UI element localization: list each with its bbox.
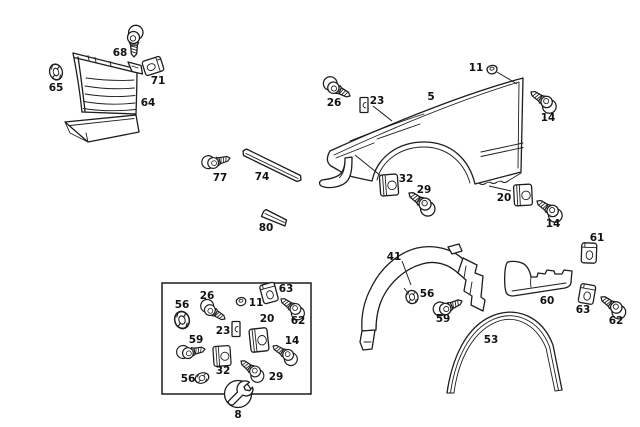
callout-kit-23: 23 bbox=[216, 325, 231, 337]
fender-assembly: 26 23 5 11 14 32 29 20 14 bbox=[318, 62, 567, 230]
leader-20 bbox=[488, 185, 512, 192]
kit-bracket-20 bbox=[248, 326, 270, 354]
fender-bracket-sill bbox=[512, 183, 534, 207]
callout-68: 68 bbox=[113, 47, 128, 59]
callout-60: 60 bbox=[540, 295, 555, 307]
kit-nut-lower bbox=[193, 370, 211, 386]
kit-badge bbox=[223, 379, 254, 409]
callout-kit-56a: 56 bbox=[175, 299, 190, 311]
callout-kit-63: 63 bbox=[279, 283, 294, 295]
callout-kit-26: 26 bbox=[200, 290, 215, 302]
callout-kit-62: 62 bbox=[291, 315, 306, 327]
wrench-icon bbox=[227, 380, 254, 406]
wheelhouse-group: 41 56 59 53 60 61 63 62 bbox=[359, 232, 630, 394]
callout-kit-29: 29 bbox=[269, 371, 284, 383]
molding-group: 77 74 80 bbox=[199, 148, 302, 234]
grille-panel bbox=[64, 52, 144, 143]
arch-trim bbox=[446, 311, 563, 394]
molding-strip bbox=[242, 148, 302, 183]
callout-kit-59: 59 bbox=[189, 334, 204, 346]
fender-bracket-front bbox=[378, 173, 400, 197]
callout-kit-20: 20 bbox=[260, 313, 275, 325]
callout-63: 63 bbox=[576, 304, 591, 316]
callout-32: 32 bbox=[399, 173, 414, 185]
callout-80: 80 bbox=[259, 222, 274, 234]
callout-kit-32: 32 bbox=[216, 365, 231, 377]
leader-41 bbox=[401, 260, 412, 286]
molding-screw bbox=[199, 149, 233, 172]
callout-64: 64 bbox=[141, 97, 156, 109]
clip-61 bbox=[580, 242, 598, 264]
callout-kit-56b: 56 bbox=[181, 373, 196, 385]
leader-23 bbox=[372, 105, 393, 122]
fender-clip-front bbox=[359, 96, 369, 114]
fender-panel bbox=[318, 77, 524, 189]
leader-56 bbox=[403, 287, 409, 294]
callout-kit-11: 11 bbox=[249, 297, 264, 309]
kit-bracket-32 bbox=[212, 344, 232, 368]
callout-74: 74 bbox=[255, 171, 270, 183]
leader-11 bbox=[496, 71, 518, 85]
callout-53: 53 bbox=[484, 334, 499, 346]
callout-56: 56 bbox=[420, 288, 435, 300]
callout-26: 26 bbox=[327, 97, 342, 109]
grille-screw bbox=[126, 24, 144, 58]
callout-11: 11 bbox=[469, 62, 484, 74]
grille-clip bbox=[140, 55, 166, 77]
callout-77: 77 bbox=[213, 172, 228, 184]
stone-guard-panel bbox=[504, 260, 573, 297]
grille-nut bbox=[47, 61, 65, 83]
callout-23: 23 bbox=[370, 95, 385, 107]
callout-29: 29 bbox=[417, 184, 432, 196]
kit-clip-23 bbox=[231, 320, 241, 338]
callout-61: 61 bbox=[590, 232, 605, 244]
callout-59: 59 bbox=[436, 313, 451, 325]
callout-41: 41 bbox=[387, 251, 402, 263]
callout-62: 62 bbox=[609, 315, 624, 327]
hardware-kit-box: 56 26 11 63 62 23 20 59 14 32 56 29 8 bbox=[161, 281, 312, 421]
clip-63 bbox=[577, 282, 597, 306]
kit-nut-upper bbox=[171, 309, 193, 331]
callout-kit-14: 14 bbox=[285, 335, 300, 347]
callout-14-sill: 14 bbox=[546, 218, 561, 230]
callout-14-upper: 14 bbox=[541, 112, 556, 124]
callout-kit-8: 8 bbox=[234, 409, 241, 421]
callout-5: 5 bbox=[427, 91, 434, 103]
callout-20: 20 bbox=[497, 192, 512, 204]
callout-71: 71 bbox=[151, 75, 166, 87]
leader-32 bbox=[354, 154, 382, 177]
wheel-arch-liner bbox=[359, 243, 486, 351]
grille-assembly: 68 65 71 64 bbox=[47, 24, 166, 143]
fender-nut-rear bbox=[485, 63, 499, 76]
kit-nut-11 bbox=[235, 296, 248, 307]
callout-65: 65 bbox=[49, 82, 64, 94]
